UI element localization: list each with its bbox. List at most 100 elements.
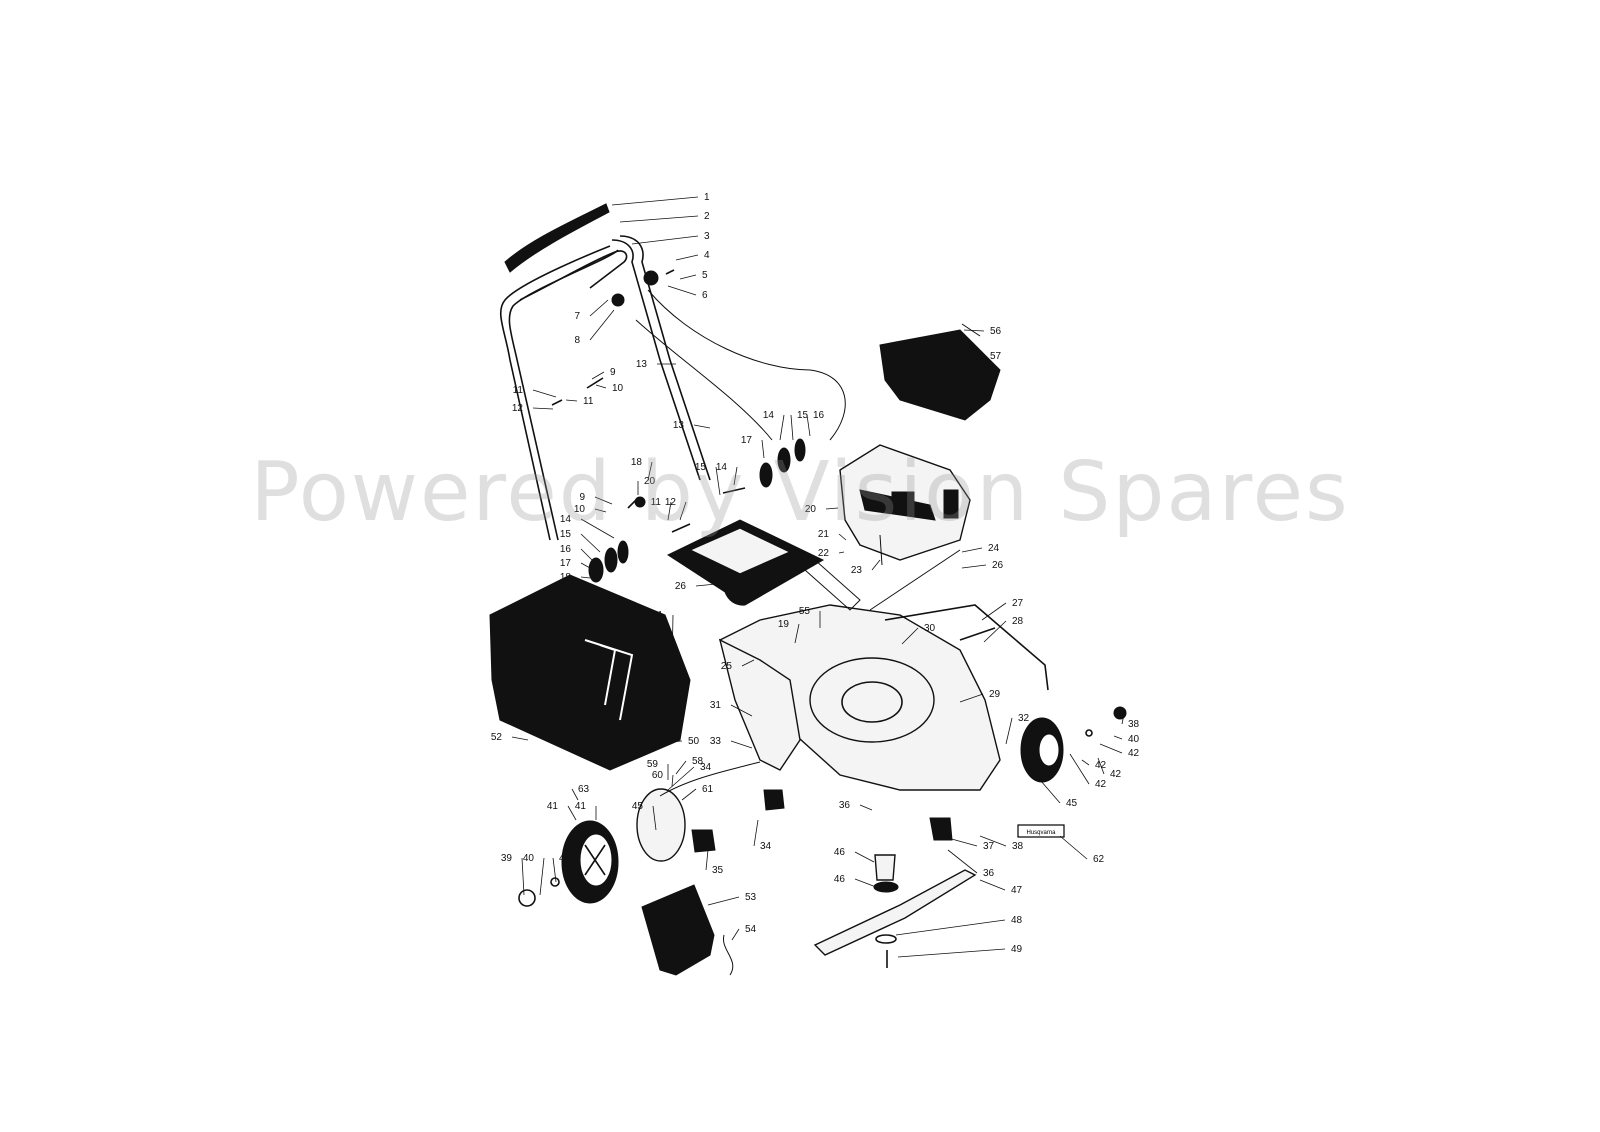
callout-label: 3 xyxy=(704,231,710,242)
callout-label: 30 xyxy=(924,623,936,634)
callout-leader xyxy=(947,837,978,847)
callout-label: 60 xyxy=(652,770,664,781)
callout-label: 51 xyxy=(652,610,664,621)
callout-leader xyxy=(675,254,699,261)
rear-wheel-hub-cover xyxy=(636,761,761,862)
callout-label: 34 xyxy=(760,841,772,852)
callout-label: 15 xyxy=(695,462,707,473)
callout-label: 41 xyxy=(547,801,559,812)
callout-label: 1 xyxy=(704,192,710,203)
callout-leader xyxy=(521,857,525,896)
callout-label: 26 xyxy=(992,560,1004,571)
callout-label: 42 xyxy=(1128,748,1140,759)
blade-assembly xyxy=(813,854,977,968)
brand-plate-text: Husqvarna xyxy=(1026,830,1056,836)
callout-leader xyxy=(854,878,877,888)
callout-label: 12 xyxy=(512,403,524,414)
callout-leader xyxy=(859,804,873,811)
callout-label: 27 xyxy=(1012,598,1024,609)
callout-label: 42 xyxy=(1095,779,1107,790)
callout-label: 38 xyxy=(1012,841,1024,852)
callout-leader xyxy=(580,576,591,579)
callout-label: 20 xyxy=(805,504,817,515)
callout-leader xyxy=(681,788,697,801)
callout-leader xyxy=(667,501,672,521)
callout-leader xyxy=(1059,835,1088,860)
callout-leader xyxy=(580,562,591,569)
callout-label: 53 xyxy=(745,892,757,903)
callout-leader xyxy=(679,274,697,280)
callout-label: 29 xyxy=(989,689,1001,700)
callout-label: 55 xyxy=(799,606,811,617)
callout-label: 40 xyxy=(1128,734,1140,745)
callout-label: 16 xyxy=(560,544,572,555)
callout-leader xyxy=(679,501,687,521)
callout-label: 28 xyxy=(1012,616,1024,627)
callout-label: 18 xyxy=(560,572,572,583)
callout-label: 15 xyxy=(560,529,572,540)
callout-label: 35 xyxy=(712,865,724,876)
callout-leader xyxy=(705,849,709,871)
callout-label: 14 xyxy=(560,514,572,525)
callout-leader xyxy=(1113,735,1123,740)
callout-leader xyxy=(731,928,740,941)
callout-leader xyxy=(675,760,687,775)
callout-leader xyxy=(667,766,695,791)
callout-leader xyxy=(580,518,615,539)
callout-leader xyxy=(647,461,653,481)
callout-leader xyxy=(825,507,839,510)
callout-label: 41 xyxy=(575,801,587,812)
callout-label: 18 xyxy=(631,457,643,468)
callout-leader xyxy=(669,740,683,743)
callout-label: 13 xyxy=(636,359,648,370)
callout-label: 10 xyxy=(612,383,624,394)
callout-leader xyxy=(611,196,699,206)
callout-label: 7 xyxy=(574,311,580,322)
callout-label: 33 xyxy=(710,736,722,747)
callout-leader xyxy=(806,414,811,437)
callout-leader xyxy=(979,835,1007,847)
callout-leader xyxy=(1069,753,1090,785)
callout-leader xyxy=(567,805,577,821)
rear-wheel-left xyxy=(518,820,619,907)
callout-label: 8 xyxy=(574,335,580,346)
callout-leader xyxy=(961,547,983,553)
callout-label: 49 xyxy=(1011,944,1023,955)
callout-leader xyxy=(1005,717,1013,745)
callout-leader xyxy=(532,389,557,398)
callout-leader xyxy=(897,948,1006,958)
callout-label: 57 xyxy=(990,351,1002,362)
side-discharge-chute xyxy=(641,884,734,976)
deflector-flap xyxy=(666,519,825,606)
callout-leader xyxy=(959,693,984,703)
callout-leader xyxy=(571,788,579,801)
callout-leader xyxy=(511,736,529,741)
callout-leader xyxy=(961,564,987,569)
callout-label: 36 xyxy=(983,868,995,879)
grass-bag xyxy=(489,574,691,771)
callout-label: 17 xyxy=(560,558,572,569)
callout-label: 11 xyxy=(513,385,524,396)
callout-label: 14 xyxy=(763,410,775,421)
callout-leader xyxy=(715,466,721,496)
callout-label: 63 xyxy=(578,784,590,795)
callout-leader xyxy=(947,849,978,874)
callout-label: 38 xyxy=(1128,719,1140,730)
callout-label: 42 xyxy=(1110,769,1122,780)
callout-leader xyxy=(979,879,1006,891)
height-adjusters xyxy=(691,789,953,853)
callout-label: 13 xyxy=(673,420,685,431)
callout-leader xyxy=(580,548,593,561)
callout-label: 46 xyxy=(834,847,846,858)
callout-label: 54 xyxy=(745,924,757,935)
callout-leader xyxy=(963,329,985,332)
callout-leader xyxy=(741,659,755,667)
callout-leader xyxy=(1121,713,1125,725)
callout-label: 6 xyxy=(702,290,708,301)
engine xyxy=(839,444,971,566)
callout-leader xyxy=(854,851,875,863)
callout-label: 37 xyxy=(983,841,995,852)
callout-label: 21 xyxy=(818,529,830,540)
callout-leader xyxy=(779,414,785,441)
